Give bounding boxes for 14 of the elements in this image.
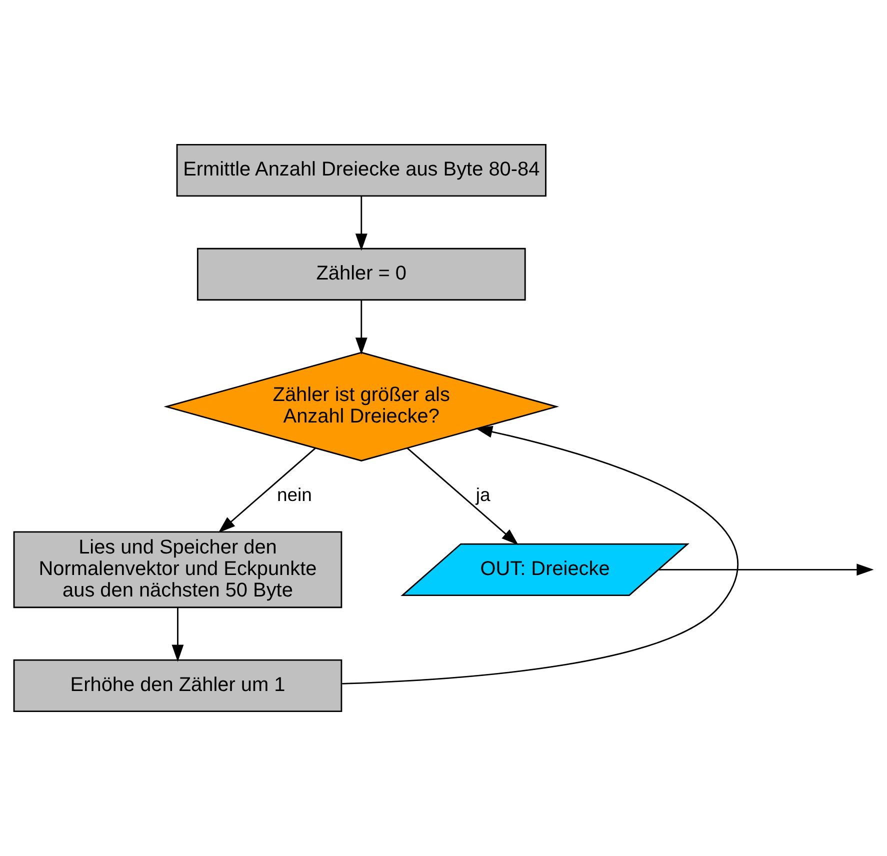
arrow — [658, 564, 874, 576]
node-box: Lies und Speicher den Normalenvektor und Eckpunkte aus den nächsten 50 Byte — [13, 531, 342, 608]
arrow — [355, 300, 368, 355]
edge-label: nein — [276, 484, 312, 506]
arrow — [218, 448, 316, 533]
node-box: Zähler = 0 — [196, 248, 526, 301]
arrow — [172, 608, 184, 662]
arrow — [342, 426, 738, 684]
node-box: Ermittle Anzahl Dreiecke aus Byte 80-84 — [176, 144, 546, 197]
arrow — [355, 196, 368, 251]
node-diamond: Zähler ist größer als Anzahl Dreiecke? — [164, 352, 560, 462]
arrow — [406, 448, 518, 546]
node-box: Erhöhe den Zähler um 1 — [13, 659, 342, 712]
edge-label: ja — [476, 484, 490, 506]
